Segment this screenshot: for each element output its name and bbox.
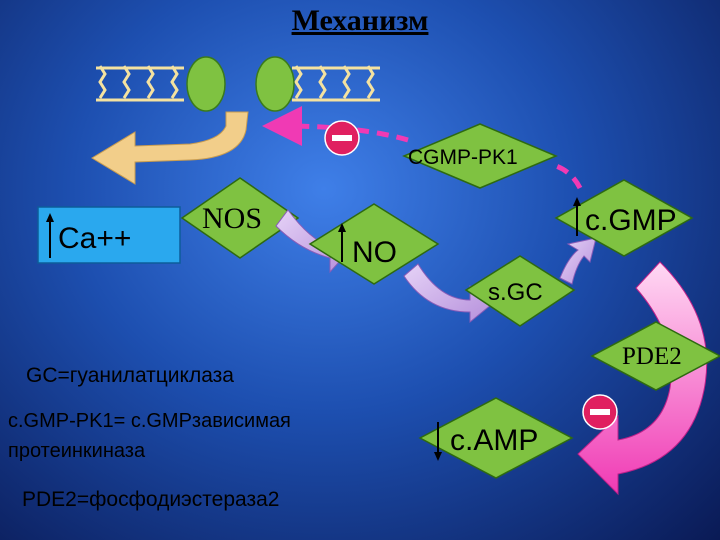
cgmp-to-pk1-dashed (555, 163, 583, 190)
no-label: NO (352, 236, 397, 269)
legend-pk1-line1: c.GMP-PK1= c.GMPзависимая (8, 410, 291, 432)
legend-pk1-line2: протеинкиназа (8, 440, 146, 462)
receptor-left (186, 56, 226, 112)
no-to-sgc-arrow (403, 263, 493, 324)
inhibition-badge-top (324, 120, 360, 156)
sgc-to-cgmp-arrow (559, 237, 597, 285)
calcium-influx-arrow (91, 111, 249, 185)
pde2-node (590, 321, 720, 391)
slide-title: Механизм (291, 4, 429, 37)
cgmp-pk1-node (402, 123, 558, 189)
nos-node (180, 177, 300, 259)
pk1-to-receptor-dashed (262, 106, 409, 147)
ca-label: Ca++ (58, 222, 131, 255)
ca-node (37, 206, 181, 264)
nos-label: NOS (202, 202, 262, 235)
membrane-coils-right (292, 65, 380, 102)
membrane-coils-left (96, 65, 184, 102)
legend-gc: GC=гуанилатциклаза (26, 364, 234, 387)
legend-pde2: PDE2=фосфодиэстераза2 (22, 488, 280, 511)
cgmp-pk1-label: CGMP-PK1 (408, 146, 518, 169)
sgc-label: s.GC (488, 279, 543, 306)
cgmp-label: c.GMP (585, 204, 677, 237)
camp-node (418, 397, 574, 479)
inhibition-badge-right (582, 394, 618, 430)
receptor-right (255, 56, 295, 112)
sgc-node (464, 255, 576, 327)
pde2-label: PDE2 (622, 343, 682, 370)
camp-label: c.AMP (450, 424, 538, 457)
